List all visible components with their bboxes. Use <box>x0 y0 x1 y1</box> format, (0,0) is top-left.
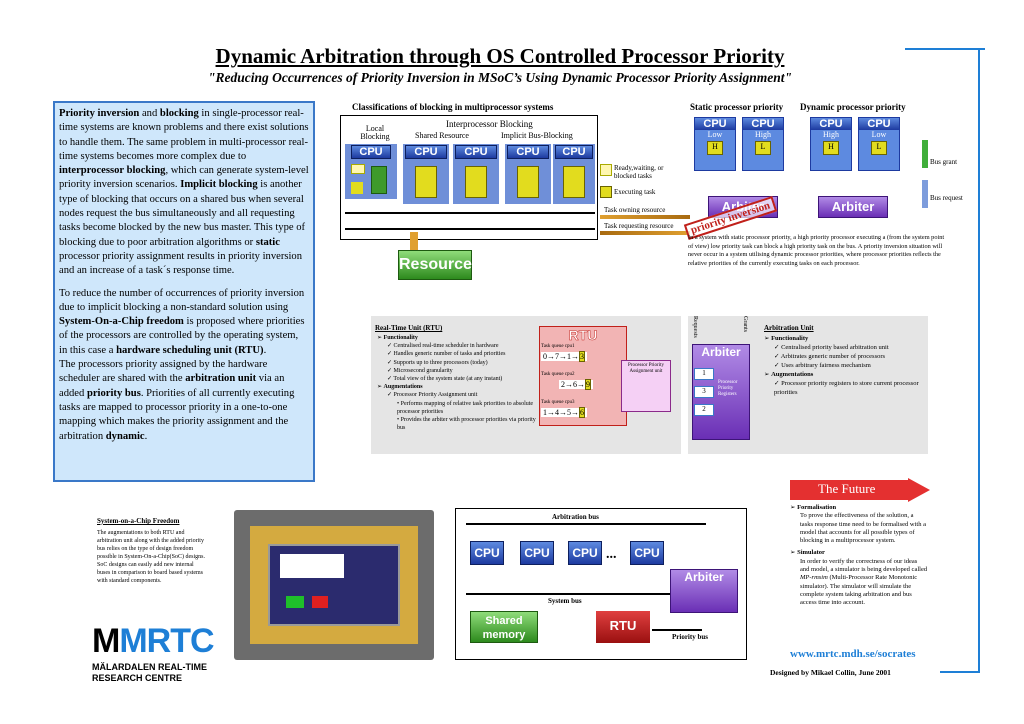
priority-register: 1 <box>694 368 714 380</box>
intro-paragraph-2: To reduce the number of occurrences of p… <box>59 287 305 442</box>
system-cpu: CPU <box>520 541 554 565</box>
static-heading: Static processor priority <box>690 102 784 112</box>
system-diagram: Arbitration bus CPU CPU CPU ... CPU Arbi… <box>455 508 747 660</box>
interprocessor-label: Interprocessor Blocking <box>446 119 533 129</box>
ellipsis: ... <box>606 547 617 562</box>
frame-line <box>940 671 980 673</box>
priority-register: 2 <box>694 404 714 416</box>
shared-label: Shared Resource <box>415 131 469 140</box>
cpu-static-1: CPU Low H <box>694 117 736 171</box>
queue-label: Task queue cpu1 <box>541 344 575 349</box>
system-arbiter: Arbiter <box>670 569 738 613</box>
cpu-chip: CPU <box>507 145 549 159</box>
frame-line <box>905 48 985 50</box>
intro-paragraph-1: Priority inversion and blocking in singl… <box>59 108 309 277</box>
queue-label: Task queue cpu3 <box>541 400 575 405</box>
cpu-dynamic-2: CPU Low L <box>858 117 900 171</box>
ppr-label: Processor Priority Registers <box>718 380 738 397</box>
bus-grant-arrow <box>922 140 928 168</box>
legend-arrow <box>600 231 690 235</box>
queue-cpu2: 2→6→9 <box>559 379 593 390</box>
system-cpu: CPU <box>470 541 504 565</box>
arbiter-panel: Requests Grants Arbiter 1 3 2 Processor … <box>688 316 758 454</box>
future-banner: The Future <box>790 478 930 502</box>
system-rtu: RTU <box>596 611 650 643</box>
task-icon <box>563 166 585 198</box>
future-title: The Future <box>818 481 876 496</box>
local-label: Local Blocking <box>360 124 390 141</box>
cpu-chip: CPU <box>455 145 497 159</box>
cpu-chip: CPU <box>351 145 391 159</box>
dynamic-heading: Dynamic processor priority <box>800 102 906 112</box>
rtu-panel: Real-Time Unit (RTU) ➢ Functionality ✓ C… <box>371 316 681 454</box>
system-cpu: CPU <box>568 541 602 565</box>
cpu-chip: CPU <box>555 145 593 159</box>
rtu-heading: Real-Time Unit (RTU) <box>375 324 443 332</box>
system-cpu: CPU <box>630 541 664 565</box>
arbiter-dynamic: Arbiter <box>818 196 888 218</box>
mrtc-logo: MMRTC <box>92 622 215 660</box>
ppa-unit: Processor Priority Assignment unit <box>621 360 671 412</box>
bus-request-label: Bus request <box>930 194 963 202</box>
arb-unit-panel: Arbitration Unit ➢ Functionality ✓ Centr… <box>758 316 928 454</box>
cpu-chip: CPU <box>405 145 447 159</box>
chip-image <box>234 510 434 660</box>
task-icon <box>517 166 539 198</box>
frame-line <box>978 48 980 672</box>
arb-bus-label: Arbitration bus <box>552 513 599 521</box>
grants-label: Grants <box>742 316 748 332</box>
arb-unit-heading: Arbitration Unit <box>764 324 814 332</box>
cpu-static-2: CPU High L <box>742 117 784 171</box>
legend-item: Ready,waiting, or blocked tasks <box>614 164 664 180</box>
legend-item: Executing task <box>614 188 656 196</box>
priority-register: 3 <box>694 386 714 398</box>
future-text: ➢ Formalisation To prove the effectivene… <box>790 504 928 607</box>
requests-label: Requests <box>692 316 698 338</box>
queue-cpu3: 1→4→5→6 <box>541 407 587 418</box>
bus-request-arrow <box>922 180 928 208</box>
sys-bus-label: System bus <box>548 597 582 605</box>
queue-label: Task queue cpu2 <box>541 372 575 377</box>
rtu-list: ➢ Functionality ✓ Centralised real-time … <box>377 335 536 432</box>
implicit-label: Implicit Bus-Blocking <box>501 131 573 140</box>
bus-grant-label: Bus grant <box>930 158 958 166</box>
task-icon <box>465 166 487 198</box>
legend-arrow <box>600 215 690 219</box>
mrtc-sub2: RESEARCH CENTRE <box>92 673 183 683</box>
legend-swatch <box>600 164 612 176</box>
legend-item: Task requesting resource <box>604 222 674 230</box>
poster-subtitle: "Reducing Occurrences of Priority Invers… <box>208 70 792 85</box>
resource-block: Resource <box>398 250 472 280</box>
prio-bus-label: Priority bus <box>672 633 708 641</box>
arb-unit-list: ➢ Functionality ✓ Centralised priority b… <box>764 335 919 396</box>
cpu-dynamic-1: CPU High H <box>810 117 852 171</box>
queue-cpu1: 0→7→1→3 <box>541 351 587 362</box>
shared-memory: Shared memory <box>470 611 538 643</box>
poster-title: Dynamic Arbitration through OS Controlle… <box>215 44 785 68</box>
task-icon <box>415 166 437 198</box>
legend-swatch <box>600 186 612 198</box>
blocking-diagram: Interprocessor Blocking Local Blocking S… <box>340 115 598 240</box>
project-link[interactable]: www.mrtc.mdh.se/socrates <box>790 648 916 660</box>
blocking-heading: Classifications of blocking in multiproc… <box>352 102 554 112</box>
legend-item: Task owning resource <box>604 206 666 214</box>
soc-text: The augmentations to both RTU and arbitr… <box>97 530 205 584</box>
intro-box: Priority inversion and blocking in singl… <box>53 101 315 482</box>
soc-heading: System-on-a-Chip Freedom <box>97 517 180 525</box>
priority-note: In a system with static processor priori… <box>688 234 945 267</box>
designer-credit: Designed by Mikael Collin, June 2001 <box>770 668 891 677</box>
mrtc-sub1: MÄLARDALEN REAL-TIME <box>92 662 207 672</box>
